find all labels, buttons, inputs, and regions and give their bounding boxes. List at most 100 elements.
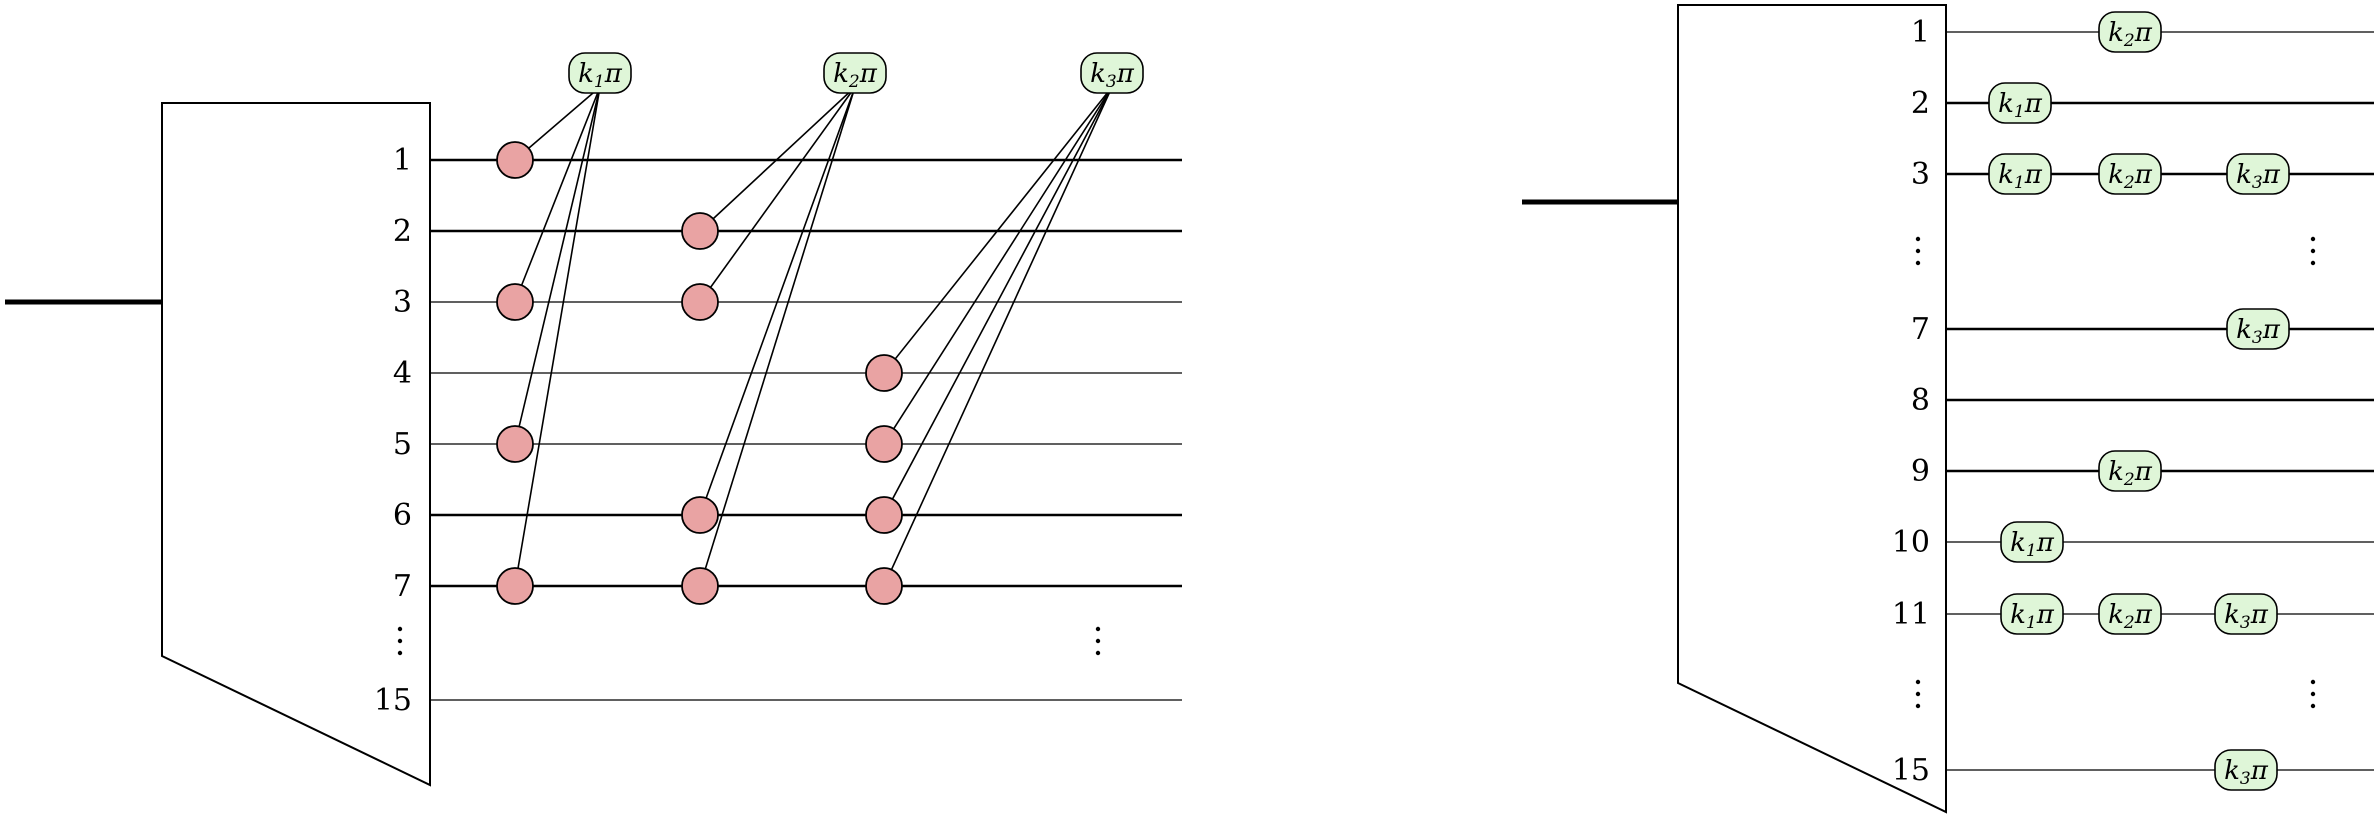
vdot <box>2310 236 2316 242</box>
wire-ellipsis <box>2310 236 2316 266</box>
qubit-node <box>865 496 903 534</box>
phase-pi: π <box>2134 18 2153 48</box>
phase-box-shape <box>2214 749 2278 791</box>
vdot <box>2310 248 2316 254</box>
wire-ellipsis <box>1095 626 1101 656</box>
phase-pi: π <box>2024 89 2043 119</box>
wire-label: 1 <box>1911 15 1930 50</box>
wire-label: 3 <box>1911 157 1930 192</box>
phase-base: k <box>2108 600 2124 630</box>
phase-box-label: k3π <box>1090 59 1135 92</box>
phase-pi: π <box>2250 600 2269 630</box>
phase-base: k <box>1090 59 1106 89</box>
label-ellipsis <box>1915 236 1921 266</box>
phase-base: k <box>2108 160 2124 190</box>
phase-box-shape <box>568 52 632 94</box>
wire-label: 6 <box>393 498 412 533</box>
wire-row-10: 10 k1π <box>1892 521 2374 563</box>
phase-box-k3: k3π <box>2214 593 2278 635</box>
phase-base: k <box>2010 528 2026 558</box>
fan-line <box>883 86 1113 516</box>
phase-pi: π <box>2134 457 2153 487</box>
phase-base: k <box>833 59 849 89</box>
wire-label: 3 <box>393 285 412 320</box>
phase-box-k3: k3π <box>2214 749 2278 791</box>
vdot <box>397 626 403 632</box>
wire-ellipsis <box>2310 679 2316 709</box>
phase-box-shape <box>1988 153 2052 195</box>
phase-base: k <box>2236 160 2252 190</box>
qubit-node <box>496 567 534 605</box>
wire-label: 10 <box>1892 525 1930 560</box>
phase-base: k <box>1998 89 2014 119</box>
wire-row-9: 9 k2π <box>1911 450 2374 492</box>
vdot <box>2310 260 2316 266</box>
fan-line <box>883 86 1113 374</box>
phase-pi: π <box>2036 528 2055 558</box>
qubit-node <box>865 354 903 392</box>
phase-box-label: k1π <box>1998 160 2043 193</box>
phase-subscript: 2 <box>2123 470 2135 490</box>
demux-block <box>1677 4 1947 814</box>
wire-label: 4 <box>393 356 412 391</box>
vdot <box>1095 626 1101 632</box>
phase-box-k1: k1π <box>2000 521 2064 563</box>
qubit-node <box>681 496 719 534</box>
wire-label: 1 <box>393 143 412 178</box>
vdot <box>1915 691 1921 697</box>
vdot <box>1095 650 1101 656</box>
vdot <box>1915 260 1921 266</box>
phase-subscript: 3 <box>2252 328 2263 348</box>
phase-box-label: k3π <box>2236 160 2281 193</box>
phase-subscript: 2 <box>848 72 860 92</box>
phase-group-k2: k2π <box>681 52 887 605</box>
phase-pi: π <box>2134 600 2153 630</box>
qubit-node <box>681 283 719 321</box>
fan-line <box>883 86 1113 587</box>
phase-box-k2: k2π <box>2098 153 2162 195</box>
qubit-node <box>496 283 534 321</box>
phase-subscript: 3 <box>2252 173 2263 193</box>
phase-box-shape <box>2000 521 2064 563</box>
phase-box-label: k2π <box>2108 160 2153 193</box>
phase-base: k <box>2108 457 2124 487</box>
fan-line <box>514 86 601 587</box>
phase-box-shape <box>2098 153 2162 195</box>
phase-pi: π <box>2024 160 2043 190</box>
phase-subscript: 1 <box>2026 541 2037 561</box>
phase-subscript: 1 <box>2014 173 2025 193</box>
fan-line <box>514 86 601 445</box>
fan-line <box>514 86 601 303</box>
wire-label: 11 <box>1892 597 1930 632</box>
phase-pi: π <box>2262 315 2281 345</box>
vdot <box>1915 679 1921 685</box>
phase-subscript: 2 <box>2123 173 2135 193</box>
phase-subscript: 1 <box>594 72 605 92</box>
phase-pi: π <box>859 59 878 89</box>
phase-pi: π <box>2262 160 2281 190</box>
phase-base: k <box>2108 18 2124 48</box>
phase-box-label: k1π <box>2010 528 2055 561</box>
wire-row-8: 8 <box>1911 383 2374 418</box>
phase-box-shape <box>2226 308 2290 350</box>
wire-label: 5 <box>393 427 412 462</box>
phase-subscript: 1 <box>2026 613 2037 633</box>
phase-box-label: k2π <box>833 59 878 92</box>
phase-pi: π <box>2250 756 2269 786</box>
vdot <box>1915 703 1921 709</box>
phase-box-shape <box>2214 593 2278 635</box>
phase-box-label: k3π <box>2224 756 2269 789</box>
qubit-node <box>865 425 903 463</box>
phase-box-label: k3π <box>2236 315 2281 348</box>
wire-label: 9 <box>1911 454 1930 489</box>
fan-line <box>699 86 856 587</box>
wire-label: 2 <box>1911 86 1930 121</box>
fan-line <box>699 86 856 303</box>
wire-label: 15 <box>374 683 412 718</box>
phase-box-label: k2π <box>2108 457 2153 490</box>
